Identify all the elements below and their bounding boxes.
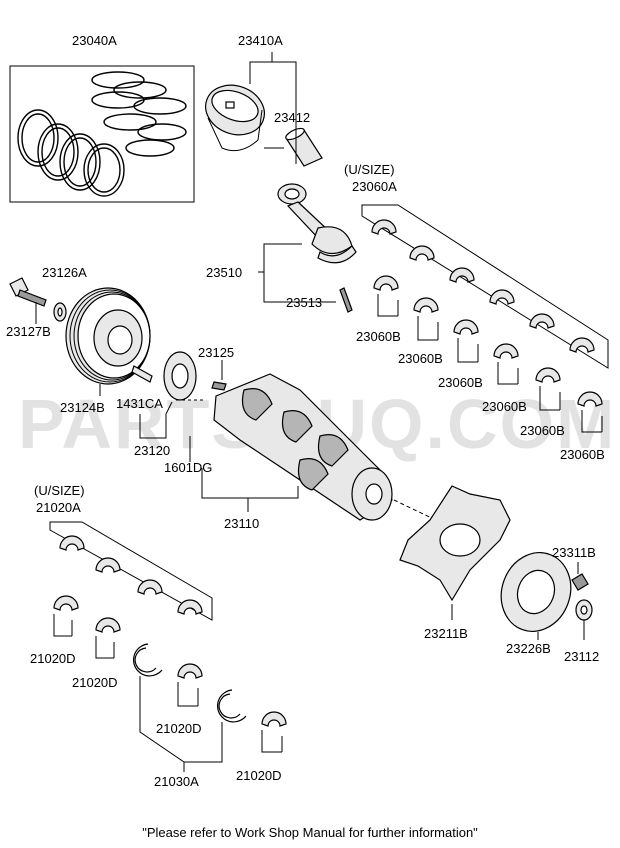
damper-pulley[interactable] (65, 287, 151, 385)
label-23110[interactable]: 23110 (224, 516, 259, 531)
pilot-bushing[interactable] (575, 599, 593, 621)
main-bearing-set-upper[interactable] (361, 204, 609, 369)
label-23127B[interactable]: 23127B (6, 324, 51, 339)
crank-key-23125[interactable] (211, 381, 227, 391)
label-23410A[interactable]: 23410A (238, 33, 283, 48)
piston-ring-set[interactable] (9, 65, 195, 203)
label-23510[interactable]: 23510 (206, 265, 242, 280)
crankshaft[interactable] (213, 373, 393, 521)
label-23226B[interactable]: 23226B (506, 641, 551, 656)
drive-plate[interactable] (399, 485, 511, 602)
piston-pin[interactable] (284, 126, 323, 167)
connecting-rod-bearings-lower[interactable] (53, 595, 287, 753)
connecting-rod-bolt[interactable] (339, 287, 353, 313)
footer-note: "Please refer to Work Shop Manual for fu… (142, 825, 478, 840)
label-21030A[interactable]: 21030A (154, 774, 199, 789)
label-23126A[interactable]: 23126A (42, 265, 87, 280)
label-21020D-2[interactable]: 21020D (72, 675, 118, 690)
connecting-rod-bearing-set[interactable] (49, 521, 213, 621)
label-23060B-5[interactable]: 23060B (520, 423, 565, 438)
label-usize-lower: (U/SIZE) (34, 483, 85, 498)
label-23311B[interactable]: 23311B (552, 545, 596, 560)
label-23112[interactable]: 23112 (564, 649, 599, 664)
label-21020A[interactable]: 21020A (36, 500, 81, 515)
label-21020D-4[interactable]: 21020D (236, 768, 282, 783)
label-23211B[interactable]: 23211B (424, 626, 468, 641)
label-23060B-6[interactable]: 23060B (560, 447, 605, 462)
pulley-bolt[interactable] (9, 277, 47, 307)
label-23060B-4[interactable]: 23060B (482, 399, 527, 414)
label-usize-upper: (U/SIZE) (344, 162, 395, 177)
label-21020D-3[interactable]: 21020D (156, 721, 202, 736)
connecting-rod[interactable] (277, 183, 357, 264)
label-23060B-3[interactable]: 23060B (438, 375, 483, 390)
label-23040A[interactable]: 23040A (72, 33, 117, 48)
label-23060A[interactable]: 23060A (352, 179, 397, 194)
part-labels: 23040A 23410A 23412 (U/SIZE) 23060A 2312… (6, 33, 605, 789)
label-21020D-1[interactable]: 21020D (30, 651, 76, 666)
flywheel-bolt[interactable] (571, 573, 589, 591)
label-23060B-2[interactable]: 23060B (398, 351, 443, 366)
label-23125[interactable]: 23125 (198, 345, 234, 360)
label-1431CA[interactable]: 1431CA (116, 396, 163, 411)
adapter-plate[interactable] (490, 543, 581, 641)
crank-sprocket[interactable] (163, 351, 197, 401)
piston[interactable] (199, 77, 272, 152)
label-23124B[interactable]: 23124B (60, 400, 105, 415)
label-23412[interactable]: 23412 (274, 110, 310, 125)
label-23120[interactable]: 23120 (134, 443, 170, 458)
main-bearings-lower[interactable] (373, 275, 603, 433)
pulley-washer[interactable] (53, 302, 67, 322)
label-23513[interactable]: 23513 (286, 295, 322, 310)
label-23060B-1[interactable]: 23060B (356, 329, 401, 344)
label-1601DG[interactable]: 1601DG (164, 460, 212, 475)
woodruff-key[interactable] (131, 365, 153, 383)
thrust-washers[interactable] (132, 643, 247, 772)
